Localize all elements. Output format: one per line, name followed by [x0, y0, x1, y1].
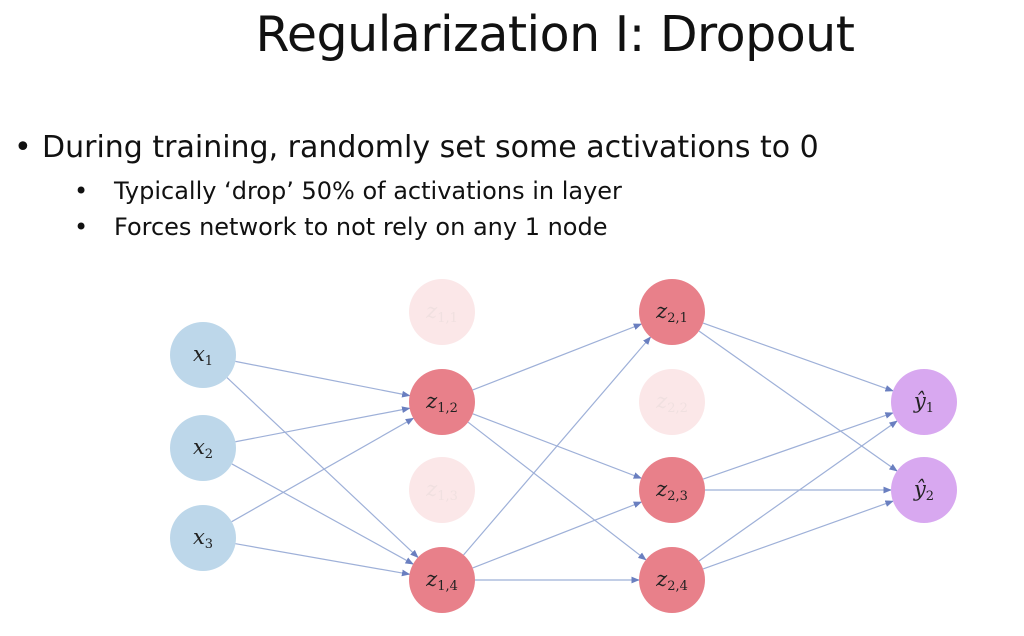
edge-x1-z12 [235, 360, 411, 398]
node-circle-x3 [170, 505, 236, 571]
node-sub-x3: 3 [205, 537, 213, 552]
node-circle-z12 [409, 369, 475, 435]
edge-z14-z23 [472, 501, 643, 569]
node-label-z24: z2,4 [655, 567, 688, 594]
bullet-main: • During training, randomly set some acti… [14, 126, 819, 170]
node-sub-z11: 1,1 [437, 311, 458, 326]
node-circle-z21 [639, 279, 705, 345]
node-x3: x3 [170, 505, 236, 571]
node-var-z13: z [425, 477, 438, 501]
node-circle-z22 [639, 369, 705, 435]
node-var-z21: z [655, 299, 668, 323]
edge-z21-y1 [702, 322, 894, 392]
bullet-dot: • [74, 213, 89, 241]
node-z21: z2,1 [639, 279, 705, 345]
node-circle-y1 [891, 369, 957, 435]
node-label-z23: z2,3 [655, 477, 688, 504]
node-y1: ŷ1 [891, 369, 957, 435]
node-circle-z14 [409, 547, 475, 613]
node-var-z22: z [655, 389, 668, 413]
node-label-y2: ŷ2 [913, 477, 934, 504]
node-y2: ŷ2 [891, 457, 957, 523]
node-sub-y2: 2 [926, 489, 934, 504]
edge-x3-z12 [231, 417, 415, 523]
node-label-z14: z1,4 [425, 567, 458, 594]
node-circle-z23 [639, 457, 705, 523]
node-var-z12: z [425, 389, 438, 413]
edge-z24-y1 [698, 420, 898, 562]
bullet-sub-1-text: Typically ‘drop’ 50% of activations in l… [114, 177, 622, 205]
node-z12: z1,2 [409, 369, 475, 435]
node-circle-z13 [409, 457, 475, 523]
node-label-z22: z2,2 [655, 389, 688, 416]
node-label-x3: x3 [193, 525, 213, 552]
edge-x2-z12 [235, 406, 411, 443]
bullet-main-text: During training, randomly set some activ… [42, 130, 819, 165]
node-sub-z12: 1,2 [437, 401, 458, 416]
node-label-x1: x1 [193, 342, 213, 369]
node-z11: z1,1 [409, 279, 475, 345]
node-circle-y2 [891, 457, 957, 523]
node-sub-z21: 2,1 [667, 311, 688, 326]
node-z13: z1,3 [409, 457, 475, 523]
node-circle-x1 [170, 322, 236, 388]
node-var-z14: z [425, 567, 438, 591]
edge-z24-y2 [702, 500, 894, 570]
node-z14: z1,4 [409, 547, 475, 613]
node-z22: z2,2 [639, 369, 705, 435]
node-sub-y1: 1 [926, 401, 934, 416]
bullet-dot: • [74, 177, 89, 205]
node-x2: x2 [170, 415, 236, 481]
node-circle-x2 [170, 415, 236, 481]
node-label-z13: z1,3 [425, 477, 458, 504]
node-var-y2: ŷ [913, 477, 927, 501]
node-var-x3: x [193, 525, 205, 549]
node-circle-z24 [639, 547, 705, 613]
node-label-z11: z1,1 [425, 299, 458, 326]
node-var-x2: x [193, 435, 205, 459]
node-var-z24: z [655, 567, 668, 591]
node-var-x1: x [193, 342, 205, 366]
node-sub-x1: 1 [205, 354, 213, 369]
slide-title: Regularization I: Dropout [255, 6, 855, 63]
edge-z12-z21 [472, 323, 643, 391]
node-sub-z24: 2,4 [667, 579, 688, 594]
edge-z14-z21 [463, 336, 652, 556]
edge-z21-y2 [698, 330, 898, 472]
node-label-x2: x2 [193, 435, 213, 462]
edge-z12-z24 [467, 421, 647, 561]
node-z23: z2,3 [639, 457, 705, 523]
edges-group [226, 322, 898, 584]
node-sub-x2: 2 [205, 447, 213, 462]
node-label-z21: z2,1 [655, 299, 688, 326]
node-var-y1: ŷ [913, 389, 927, 413]
node-var-z23: z [655, 477, 668, 501]
node-z24: z2,4 [639, 547, 705, 613]
node-sub-z14: 1,4 [437, 579, 458, 594]
node-sub-z22: 2,2 [667, 401, 688, 416]
nodes-group: x1x2x3z1,1z1,2z1,3z1,4z2,1z2,2z2,3z2,4ŷ1… [170, 279, 957, 613]
node-label-z12: z1,2 [425, 389, 458, 416]
node-sub-z13: 1,3 [437, 489, 458, 504]
bullet-sub-2: • Forces network to not rely on any 1 nod… [74, 210, 608, 244]
edge-z23-y1 [702, 412, 894, 480]
node-label-y1: ŷ1 [913, 389, 934, 416]
bullet-dot: • [14, 130, 32, 165]
edge-x2-z14 [231, 463, 414, 565]
node-circle-z11 [409, 279, 475, 345]
node-sub-z23: 2,3 [667, 489, 688, 504]
edge-x1-z14 [226, 377, 419, 558]
bullet-sub-1: • Typically ‘drop’ 50% of activations in … [74, 174, 622, 208]
bullet-sub-2-text: Forces network to not rely on any 1 node [114, 213, 608, 241]
node-var-z11: z [425, 299, 438, 323]
node-x1: x1 [170, 322, 236, 388]
edge-x3-z14 [235, 543, 411, 577]
